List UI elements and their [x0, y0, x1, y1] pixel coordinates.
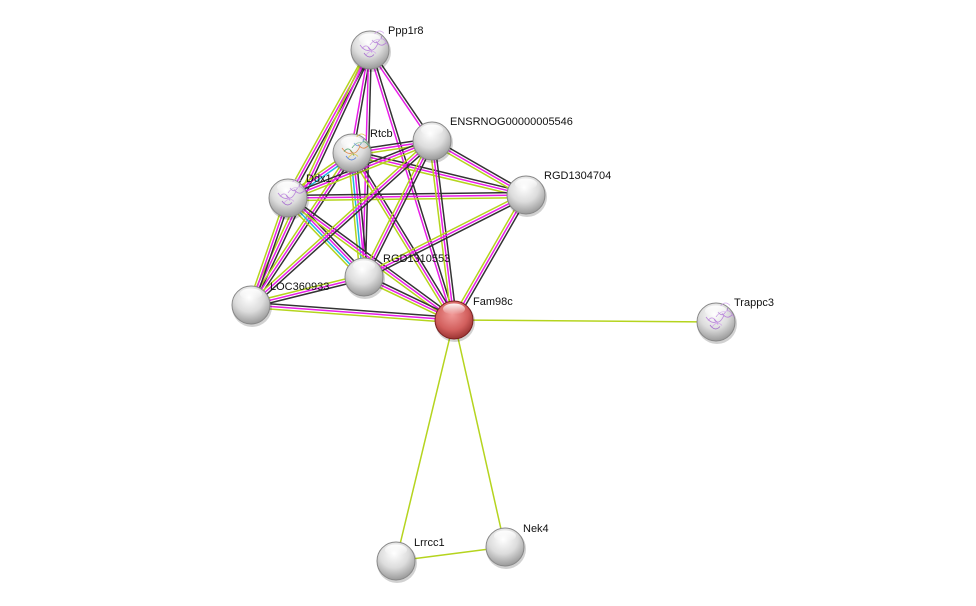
- node-highlight: [359, 33, 381, 45]
- node-highlight: [353, 260, 375, 272]
- edge-RGD1304704-Fam98c[interactable]: [451, 193, 529, 322]
- node-Ppp1r8[interactable]: Ppp1r8: [350, 25, 423, 72]
- edge-Rtcb-Fam98c[interactable]: [349, 151, 457, 322]
- edge-evidence-textmining: [349, 153, 453, 322]
- edge-evidence-coexpression: [251, 278, 365, 309]
- node-Nek4[interactable]: Nek4: [485, 523, 549, 569]
- edge-ENSRNOG00000005546-RGD1310553[interactable]: [361, 139, 435, 279]
- edge-evidence-experiments: [363, 194, 527, 278]
- edge-evidence-textmining: [288, 196, 527, 202]
- edge-evidence-textmining: [362, 192, 526, 276]
- edge-evidence-coexpression: [353, 151, 457, 320]
- node-highlight: [421, 124, 443, 136]
- node-label: Ddx1: [306, 173, 332, 185]
- node-ENSRNOG00000005546[interactable]: ENSRNOG00000005546: [412, 116, 573, 163]
- edge-evidence-textmining: [361, 139, 431, 277]
- edge-evidence-textmining: [248, 138, 431, 304]
- edge-evidence-experiments: [351, 152, 455, 321]
- node-RGD1310553[interactable]: RGD1310553: [344, 253, 450, 299]
- edge-evidence-database: [349, 153, 364, 278]
- node-Trappc3[interactable]: Trappc3: [696, 297, 774, 344]
- node-label: RGD1310553: [383, 253, 450, 265]
- node-Lrrcc1[interactable]: Lrrcc1: [376, 537, 445, 583]
- edge-evidence-coexpression: [289, 195, 456, 319]
- edge-evidence-textmining: [453, 319, 717, 323]
- node-label: Nek4: [523, 523, 549, 535]
- edge-evidence-coexpression: [365, 141, 435, 279]
- edge-evidence-textmining: [285, 48, 369, 198]
- edge-evidence-coexpression: [252, 142, 435, 308]
- node-highlight: [341, 136, 363, 148]
- edge-evidence-textmining: [250, 306, 454, 324]
- node-label: Lrrcc1: [414, 537, 445, 549]
- node-label: ENSRNOG00000005546: [450, 116, 573, 128]
- edge-ENSRNOG00000005546-LOC360933[interactable]: [248, 138, 435, 308]
- edge-evidence-coexpression: [251, 301, 455, 319]
- edge-evidence-textmining: [428, 141, 453, 321]
- edge-evidence-experiments: [250, 152, 353, 306]
- edge-evidence-coexpression: [287, 191, 526, 197]
- node-label: Ppp1r8: [388, 25, 423, 37]
- edge-evidence-experiments: [453, 194, 527, 321]
- edge-evidence-coexpression: [252, 154, 355, 307]
- node-Ddx1[interactable]: Ddx1: [268, 173, 332, 220]
- edge-evidence-experiments: [250, 304, 455, 321]
- node-Fam98c[interactable]: Fam98c: [434, 296, 513, 342]
- node-label: Fam98c: [473, 296, 513, 308]
- edge-Fam98c-Lrrcc1[interactable]: [395, 319, 455, 562]
- edge-evidence-textmining: [453, 319, 506, 548]
- edge-evidence-textmining: [288, 142, 434, 202]
- node-highlight: [385, 544, 407, 556]
- node-highlight: [494, 530, 516, 542]
- edge-evidence-experiments: [363, 140, 433, 278]
- node-highlight: [515, 178, 537, 190]
- node-label: LOC360933: [270, 281, 329, 293]
- node-RGD1304704[interactable]: RGD1304704: [506, 170, 611, 217]
- edge-evidence-coexpression: [455, 195, 529, 322]
- edge-RGD1304704-RGD1310553[interactable]: [362, 192, 528, 280]
- edge-evidence-experiments: [250, 49, 371, 306]
- node-label: Rtcb: [370, 128, 393, 140]
- edge-evidence-textmining: [250, 273, 364, 304]
- node-LOC360933[interactable]: LOC360933: [231, 281, 329, 327]
- node-label: Trappc3: [734, 297, 774, 309]
- protein-structure-icon: [277, 178, 307, 206]
- edge-evidence-experiments: [431, 140, 455, 321]
- node-Rtcb[interactable]: Rtcb: [332, 128, 393, 175]
- edge-Fam98c-Trappc3[interactable]: [453, 319, 717, 323]
- edge-evidence-experiments: [368, 50, 454, 321]
- node-highlight: [705, 305, 727, 317]
- node-label: RGD1304704: [544, 170, 611, 182]
- node-highlight: [240, 288, 262, 300]
- edge-evidence-coexpression: [252, 50, 374, 307]
- node-highlight: [277, 181, 299, 193]
- edge-Fam98c-Nek4[interactable]: [453, 319, 506, 548]
- node-highlight: [443, 303, 465, 315]
- edge-ENSRNOG00000005546-Fam98c[interactable]: [428, 140, 458, 321]
- edge-LOC360933-Fam98c[interactable]: [250, 301, 455, 324]
- edge-evidence-textmining: [451, 193, 525, 320]
- edge-evidence-coexpression: [433, 140, 458, 320]
- edge-evidence-textmining: [395, 319, 455, 562]
- edge-evidence-coexpression: [364, 196, 528, 280]
- edge-evidence-experiments: [250, 140, 433, 306]
